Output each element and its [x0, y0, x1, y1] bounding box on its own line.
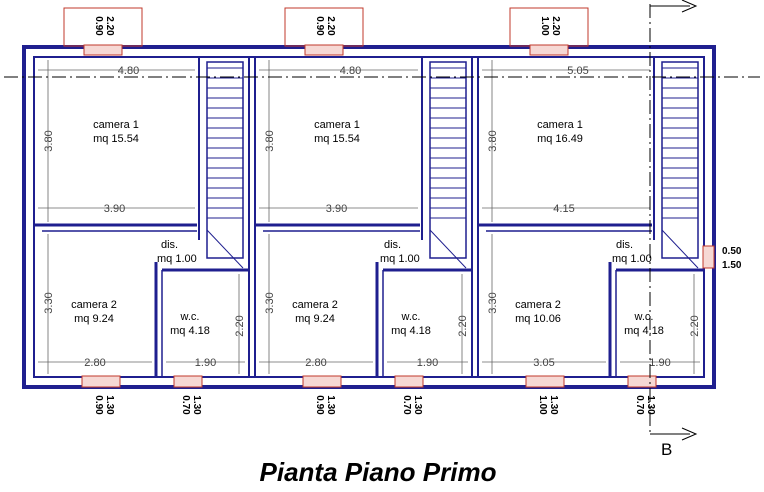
room-wc-name: w.c.	[401, 311, 421, 323]
dim-height-room2: 3.30	[264, 292, 276, 313]
room-wc-area: mq 4.18	[624, 325, 664, 337]
stair-arrow	[206, 229, 244, 269]
walls	[22, 7, 716, 389]
room-wc-area: mq 4.18	[170, 325, 210, 337]
plan-title: Pianta Piano Primo	[260, 457, 497, 487]
room-wc-name: w.c.	[180, 311, 200, 323]
room-camera1-name: camera 1	[314, 119, 360, 131]
dim-height-room1: 3.80	[43, 130, 55, 151]
dim-height-room1: 3.80	[487, 130, 499, 151]
room-camera1-area: mq 15.54	[314, 133, 360, 145]
bottom-window-width: 0.90	[93, 395, 104, 415]
side-window-height: 1.50	[722, 260, 742, 271]
section-top-arrow	[681, 0, 698, 13]
dim-width-top: 5.05	[567, 65, 588, 77]
room-wc-area: mq 4.18	[391, 325, 431, 337]
bottom-window-height: 1.30	[412, 395, 423, 415]
dim-width-room2: 3.05	[533, 357, 554, 369]
section-line: B	[4, 0, 760, 459]
dim-height-room2: 3.30	[43, 292, 55, 313]
dim-height-wc: 2.20	[234, 315, 246, 336]
bottom-window	[525, 375, 565, 388]
dim-width-mid: 4.15	[553, 203, 574, 215]
room-dis-name: dis.	[384, 239, 401, 251]
room-dis-name: dis.	[616, 239, 633, 251]
dim-height-wc: 2.20	[457, 315, 469, 336]
top-window-width: 0.90	[93, 16, 104, 36]
bottom-window	[173, 375, 203, 388]
stair-arrow	[661, 229, 699, 269]
dim-width-room2: 2.80	[305, 357, 326, 369]
bottom-window-height: 1.30	[325, 395, 336, 415]
section-label: B	[661, 440, 672, 459]
dim-width-wc: 1.90	[195, 357, 216, 369]
room-camera1-name: camera 1	[93, 119, 139, 131]
top-window-width: 1.00	[539, 16, 550, 36]
stair-outline	[206, 61, 244, 259]
dim-width-room2: 2.80	[84, 357, 105, 369]
room-camera2-area: mq 9.24	[295, 313, 335, 325]
dim-width-mid: 3.90	[104, 203, 125, 215]
dim-width-wc: 1.90	[649, 357, 670, 369]
top-window-sill	[304, 44, 344, 56]
bottom-window-width: 0.70	[634, 395, 645, 415]
bottom-window-width: 0.90	[314, 395, 325, 415]
bottom-window-height: 1.30	[645, 395, 656, 415]
bottom-window	[394, 375, 424, 388]
dim-height-wc: 2.20	[689, 315, 701, 336]
stairs	[206, 61, 699, 269]
dim-height-room2: 3.30	[487, 292, 499, 313]
bottom-window-width: 0.70	[180, 395, 191, 415]
dim-width-top: 4.80	[118, 65, 139, 77]
dim-width-mid: 3.90	[326, 203, 347, 215]
room-dis-area: mq 1.00	[380, 253, 420, 265]
bottom-window-height: 1.30	[191, 395, 202, 415]
bottom-window	[302, 375, 342, 388]
dim-width-wc: 1.90	[417, 357, 438, 369]
dim-height-room1: 3.80	[264, 130, 276, 151]
bottom-window	[81, 375, 121, 388]
room-camera1-name: camera 1	[537, 119, 583, 131]
top-window-height: 2.20	[325, 16, 336, 36]
bottom-window-width: 0.70	[401, 395, 412, 415]
room-wc-name: w.c.	[634, 311, 654, 323]
room-dis-area: mq 1.00	[157, 253, 197, 265]
top-window-height: 2.20	[550, 16, 561, 36]
dimension-lines: 4.80 3.90 2.80 1.90 3.80 3.30 2.20 4.80 3.90 2.80…	[38, 60, 701, 374]
top-window-width: 0.90	[314, 16, 325, 36]
room-camera2-name: camera 2	[71, 299, 117, 311]
room-dis-area: mq 1.00	[612, 253, 652, 265]
room-camera2-area: mq 9.24	[74, 313, 114, 325]
bottom-window-height: 1.30	[104, 395, 115, 415]
room-camera1-area: mq 16.49	[537, 133, 583, 145]
stair-outline	[661, 61, 699, 259]
bottom-window-width: 1.00	[537, 395, 548, 415]
side-window	[702, 245, 715, 269]
bottom-window	[627, 375, 657, 388]
room-camera2-area: mq 10.06	[515, 313, 561, 325]
room-dis-name: dis.	[161, 239, 178, 251]
stair-outline	[429, 61, 467, 259]
inner-wall-outline	[33, 56, 705, 378]
section-bottom-arrow	[681, 427, 698, 441]
side-window-width: 0.50	[722, 246, 742, 257]
room-camera2-name: camera 2	[515, 299, 561, 311]
room-camera1-area: mq 15.54	[93, 133, 139, 145]
dim-width-top: 4.80	[340, 65, 361, 77]
stair-arrow	[429, 229, 467, 269]
outer-wall	[22, 45, 716, 389]
top-window-height: 2.20	[104, 16, 115, 36]
top-window-sill	[529, 44, 569, 56]
top-window-sill	[83, 44, 123, 56]
bottom-window-height: 1.30	[548, 395, 559, 415]
room-camera2-name: camera 2	[292, 299, 338, 311]
